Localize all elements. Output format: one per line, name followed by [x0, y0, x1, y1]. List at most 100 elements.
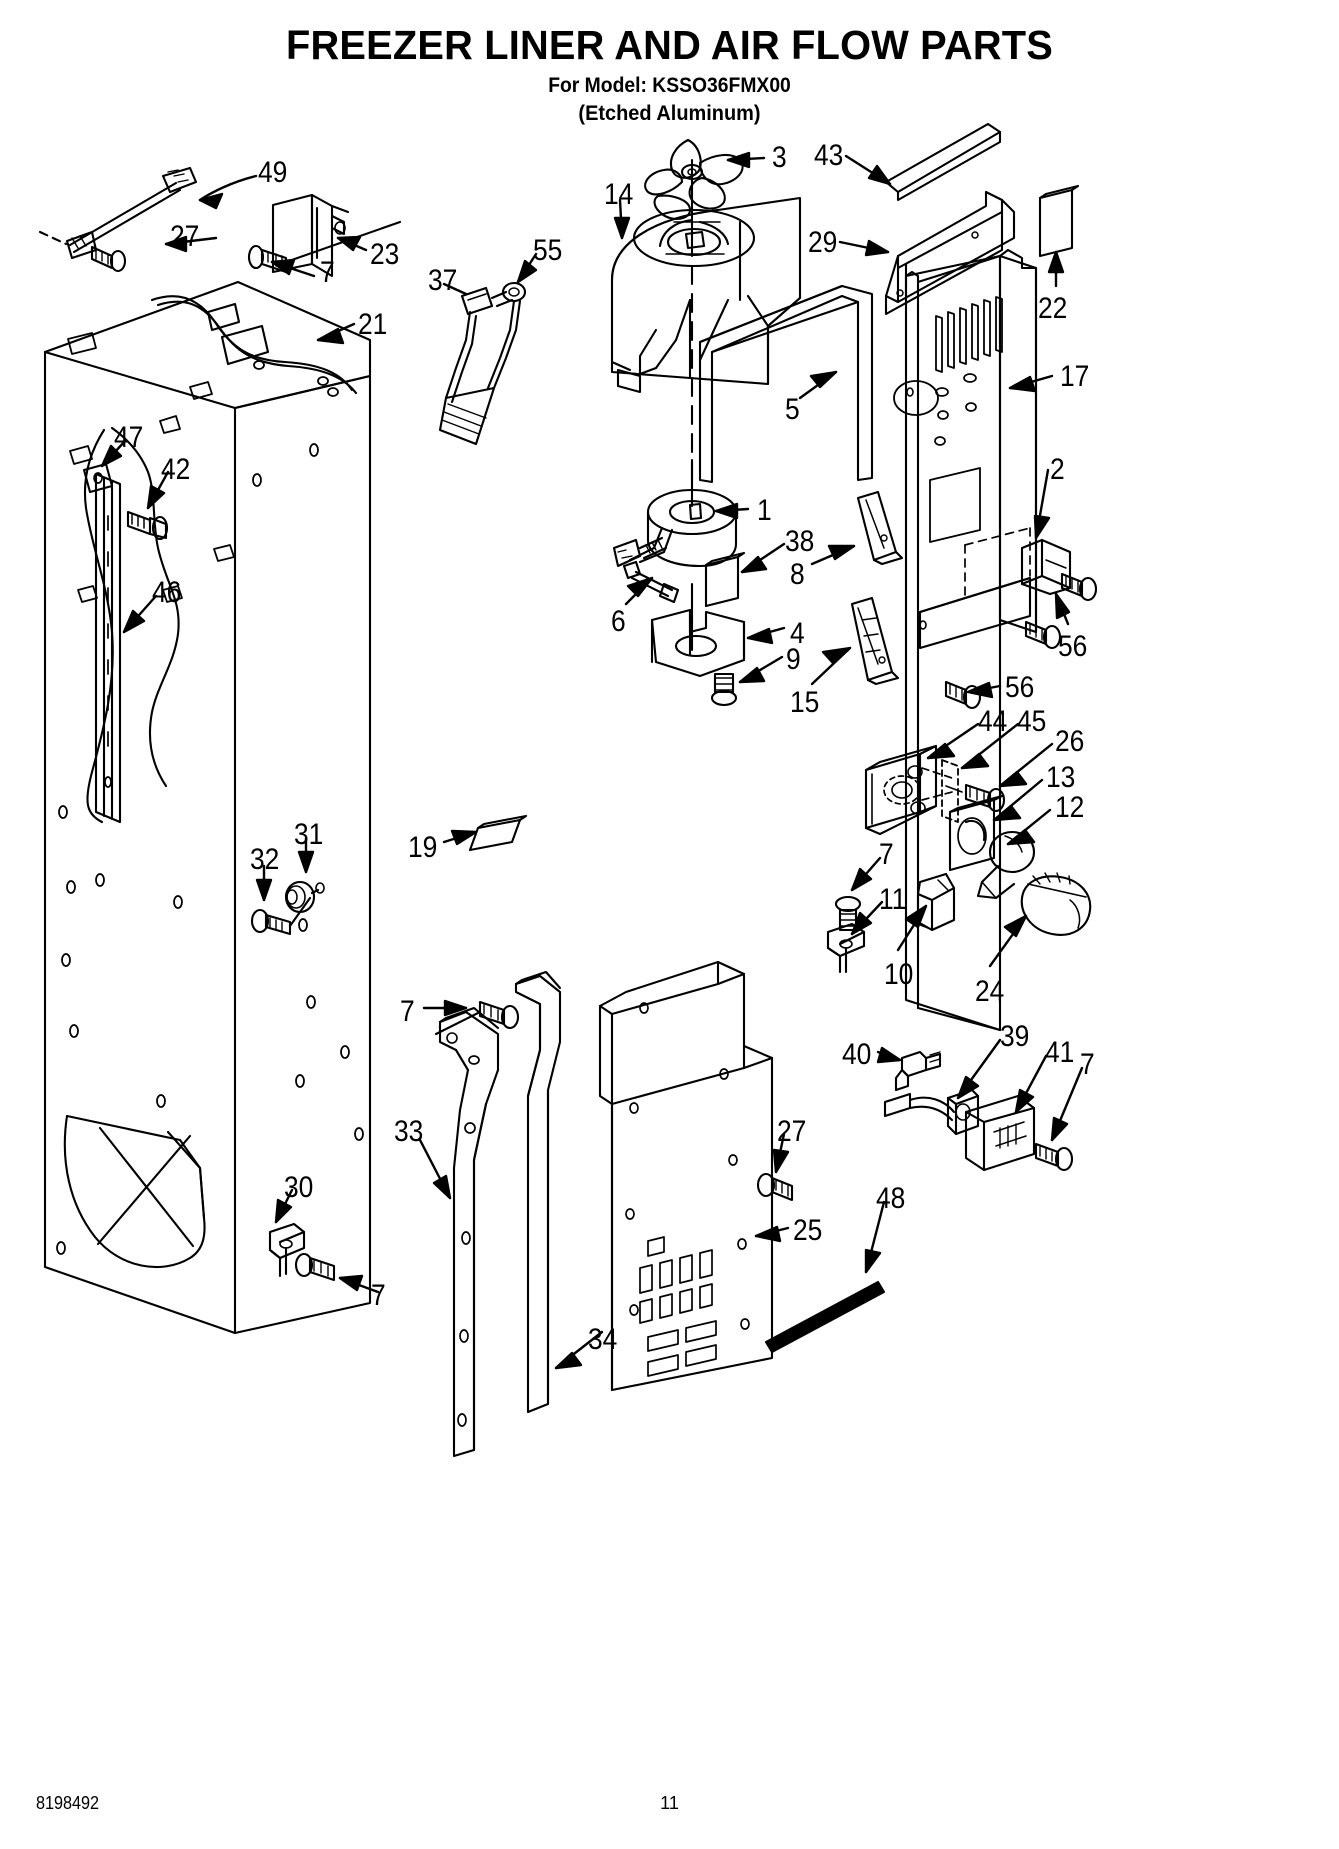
- callout-7-switch: 7: [1080, 1048, 1095, 1081]
- variant-subtitle: (Etched Aluminum): [578, 102, 761, 126]
- clip-11: [826, 922, 866, 974]
- callout-24: 24: [975, 975, 1005, 1008]
- callout-11: 11: [879, 883, 907, 916]
- bracket-2: [1020, 538, 1072, 596]
- document-number: 8198492: [36, 1793, 100, 1813]
- callout-1: 1: [757, 494, 772, 527]
- bracket-33: [438, 1006, 500, 1458]
- callout-7-bottom-left: 7: [371, 1279, 386, 1312]
- wire-harness-37: [438, 281, 527, 446]
- screw-7-bracket-33: [434, 1000, 520, 1036]
- callout-34: 34: [588, 1323, 618, 1356]
- switch-assembly-39: [883, 1088, 980, 1136]
- fan-motor-1: [612, 458, 738, 604]
- callout-31: 31: [294, 818, 324, 851]
- callout-29: 29: [808, 226, 838, 259]
- screw-7-switch: [1034, 1142, 1074, 1172]
- screw-56-upper: [1060, 572, 1098, 602]
- terminal-40: [894, 1050, 942, 1092]
- callout-25: 25: [793, 1214, 823, 1247]
- seal-strip-48: [764, 1280, 886, 1354]
- shelf-support-rail-assembly: [82, 426, 180, 824]
- callout-17: 17: [1060, 360, 1090, 393]
- callout-32: 32: [250, 843, 280, 876]
- callout-56-lower: 56: [1005, 671, 1035, 704]
- callout-48: 48: [876, 1182, 906, 1215]
- screw-56-bottom: [944, 680, 982, 710]
- callout-30: 30: [284, 1171, 314, 1204]
- callout-7-thermostat: 7: [879, 838, 894, 871]
- trim-strip-43: [884, 122, 1002, 202]
- callout-3: 3: [772, 141, 787, 174]
- callout-21: 21: [358, 308, 388, 341]
- page-title: FREEZER LINER AND AIR FLOW PARTS: [286, 22, 1053, 68]
- callout-55: 55: [533, 234, 563, 267]
- callout-27-upper: 27: [170, 220, 200, 253]
- callout-23: 23: [370, 238, 400, 271]
- motor-mount-4: [650, 582, 746, 678]
- callout-46: 46: [152, 576, 182, 609]
- screw-32: [250, 896, 312, 936]
- callout-37: 37: [428, 264, 458, 297]
- screw-26: [964, 783, 1006, 813]
- liner-tube-5: [698, 284, 874, 484]
- screw-9: [710, 672, 738, 707]
- screw-7-bottom-left: [294, 1252, 336, 1282]
- light-socket-44: [864, 744, 953, 836]
- callout-43: 43: [814, 139, 844, 172]
- fan-shroud-14: [610, 158, 802, 394]
- screw-27-bottom: [756, 1172, 794, 1202]
- callout-4: 4: [790, 617, 805, 650]
- air-duct-panel-25: [598, 960, 774, 1392]
- air-duct-bracket-23: [271, 193, 350, 278]
- callout-13: 13: [1046, 761, 1076, 794]
- callout-45: 45: [1017, 705, 1047, 738]
- callout-12: 12: [1055, 791, 1085, 824]
- callout-40: 40: [842, 1038, 872, 1071]
- insulation-pad-38: [704, 551, 746, 608]
- callout-42: 42: [161, 453, 191, 486]
- fan-blade-3: [644, 138, 744, 220]
- callout-47: 47: [114, 421, 144, 454]
- callout-2: 2: [1050, 453, 1065, 486]
- callout-26: 26: [1055, 725, 1085, 758]
- callout-9: 9: [786, 643, 801, 676]
- clip-30: [268, 1222, 306, 1278]
- leader-lines: [100, 151, 1084, 1370]
- callout-7-upper: 7: [320, 256, 335, 289]
- callout-14: 14: [604, 178, 634, 211]
- callout-41: 41: [1045, 1036, 1075, 1069]
- page-number: 11: [660, 1793, 679, 1813]
- freezer-liner-cabinet: [43, 280, 372, 1335]
- screw-42: [126, 510, 169, 541]
- shim-19: [468, 814, 528, 852]
- right-liner-panel-17: [893, 248, 1038, 1032]
- callout-15: 15: [790, 686, 820, 719]
- light-lens-13: [948, 794, 1004, 872]
- page-header: FREEZER LINER AND AIR FLOW PARTS For Mod…: [0, 22, 1339, 126]
- light-shield-24: [1020, 872, 1092, 936]
- callout-10: 10: [884, 958, 914, 991]
- callout-44: 44: [978, 705, 1008, 738]
- callout-33: 33: [394, 1115, 424, 1148]
- thermostat-10: [916, 872, 956, 932]
- callout-8: 8: [790, 558, 805, 591]
- callout-39: 39: [1000, 1020, 1030, 1053]
- socket-plate-45: [941, 759, 963, 823]
- callout-6: 6: [611, 605, 626, 638]
- long-rail-34: [514, 970, 562, 1414]
- air-baffle-8: [856, 490, 904, 566]
- grommet-31: [284, 880, 325, 914]
- defrost-timer-41: [964, 1094, 1036, 1172]
- callout-5: 5: [785, 393, 800, 426]
- screw-27-upper: [90, 245, 127, 273]
- callout-19: 19: [408, 831, 438, 864]
- cover-plate-22: [1038, 184, 1080, 258]
- callout-38: 38: [785, 525, 815, 558]
- callout-22: 22: [1038, 292, 1068, 325]
- callout-49: 49: [258, 156, 288, 189]
- callout-56-upper: 56: [1058, 630, 1088, 663]
- callout-27-bottom: 27: [777, 1115, 807, 1148]
